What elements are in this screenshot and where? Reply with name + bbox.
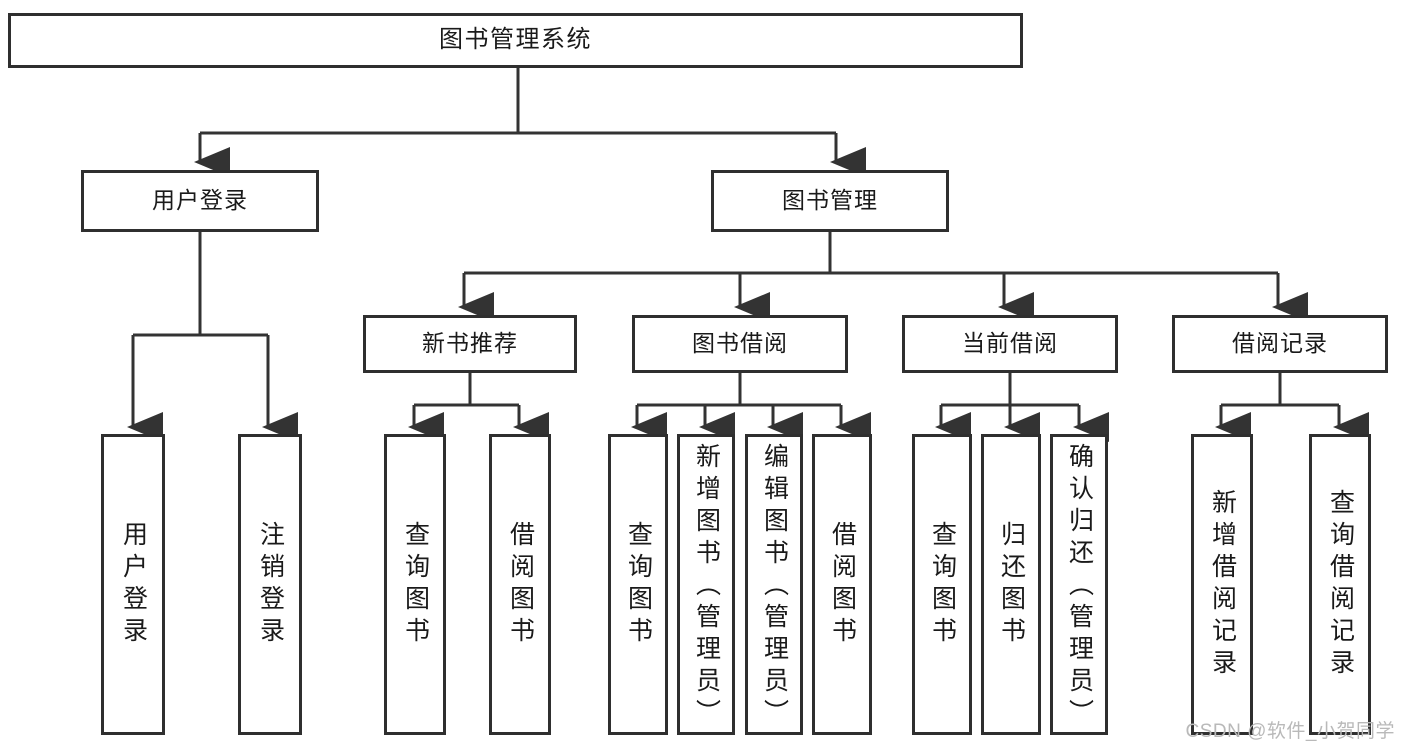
node-label: 用户登录 (119, 520, 148, 649)
node-current-borrow[interactable]: 当前借阅 (902, 315, 1118, 373)
node-label: 图书管理系统 (439, 26, 592, 54)
node-label: 确认归还（管理员） (1065, 443, 1094, 731)
leaf-logout[interactable]: 注销登录 (238, 434, 302, 735)
leaf-user-login[interactable]: 用户登录 (101, 434, 165, 735)
leaf-edit-book-admin[interactable]: 编辑图书（管理员） (745, 434, 803, 735)
node-root-library-system[interactable]: 图书管理系统 (8, 13, 1023, 68)
leaf-add-book-admin[interactable]: 新增图书（管理员） (677, 434, 735, 735)
node-label: 查询图书 (928, 520, 957, 649)
leaf-borrow-book-recommend[interactable]: 借阅图书 (489, 434, 551, 735)
node-label: 注销登录 (256, 520, 285, 649)
leaf-borrow-book[interactable]: 借阅图书 (812, 434, 872, 735)
node-user-login[interactable]: 用户登录 (81, 170, 319, 232)
node-label: 查询图书 (401, 520, 430, 649)
node-label: 借阅图书 (506, 520, 535, 649)
leaf-query-book-borrow[interactable]: 查询图书 (608, 434, 668, 735)
node-label: 图书借阅 (692, 330, 788, 357)
node-label: 新增借阅记录 (1208, 488, 1237, 681)
node-label: 新书推荐 (422, 330, 518, 357)
node-label: 新增图书（管理员） (692, 443, 721, 731)
node-borrow-record[interactable]: 借阅记录 (1172, 315, 1388, 373)
node-label: 图书管理 (782, 187, 878, 214)
node-label: 编辑图书（管理员） (760, 443, 789, 731)
node-label: 查询借阅记录 (1326, 488, 1355, 681)
node-book-borrow[interactable]: 图书借阅 (632, 315, 848, 373)
node-label: 归还图书 (997, 520, 1026, 649)
leaf-query-borrow-record[interactable]: 查询借阅记录 (1309, 434, 1371, 735)
node-label: 用户登录 (152, 187, 248, 214)
leaf-confirm-return-admin[interactable]: 确认归还（管理员） (1050, 434, 1108, 735)
node-label: 当前借阅 (962, 330, 1058, 357)
leaf-query-book-recommend[interactable]: 查询图书 (384, 434, 446, 735)
node-new-book-recommendation[interactable]: 新书推荐 (363, 315, 577, 373)
node-label: 借阅记录 (1232, 330, 1328, 357)
node-label: 查询图书 (624, 520, 653, 649)
node-label: 借阅图书 (828, 520, 857, 649)
leaf-return-book[interactable]: 归还图书 (981, 434, 1041, 735)
leaf-query-book-current[interactable]: 查询图书 (912, 434, 972, 735)
node-book-management[interactable]: 图书管理 (711, 170, 949, 232)
watermark-text: CSDN @软件_小贺同学 (1185, 721, 1395, 742)
leaf-add-borrow-record[interactable]: 新增借阅记录 (1191, 434, 1253, 735)
